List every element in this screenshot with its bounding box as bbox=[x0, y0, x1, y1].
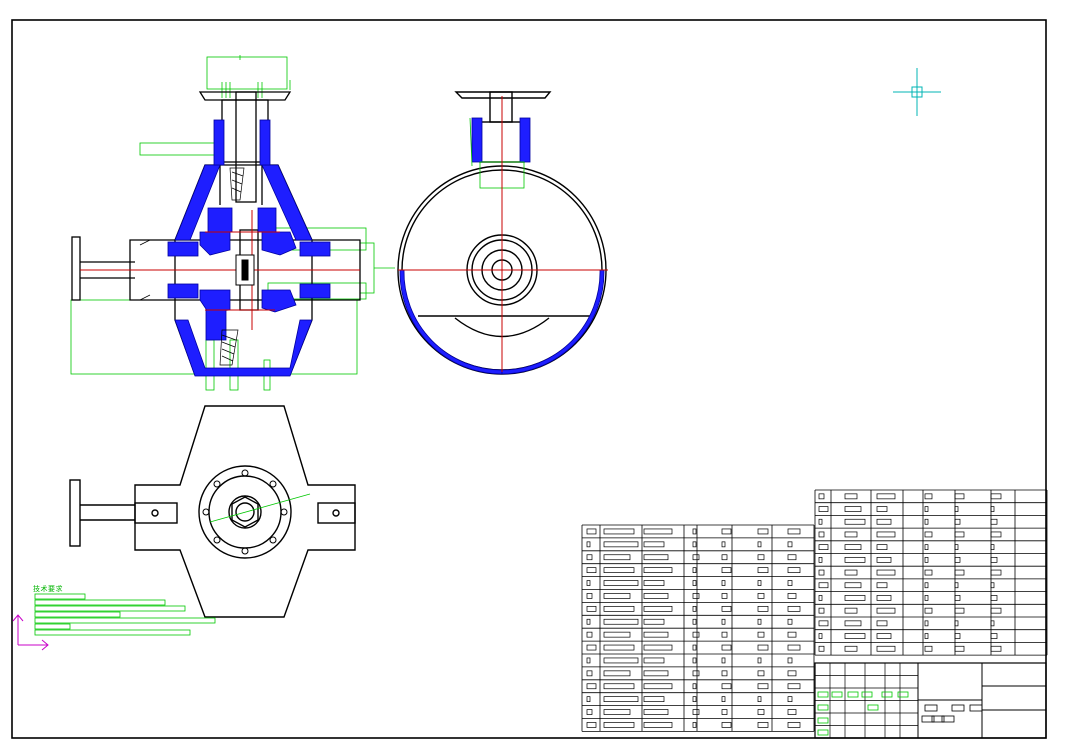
parts-list-right bbox=[814, 489, 1048, 656]
drawing-frame bbox=[11, 19, 1047, 739]
crosshair-cursor-icon bbox=[893, 68, 941, 116]
technical-requirements-heading: 技术要求 bbox=[33, 585, 63, 593]
technical-requirements-lines bbox=[34, 593, 216, 636]
title-block bbox=[814, 662, 1047, 739]
ucs-axis-icon bbox=[12, 614, 49, 651]
parts-list-left bbox=[581, 524, 815, 732]
side-view bbox=[397, 91, 608, 375]
top-view bbox=[69, 405, 356, 618]
front-section-view bbox=[70, 55, 395, 391]
